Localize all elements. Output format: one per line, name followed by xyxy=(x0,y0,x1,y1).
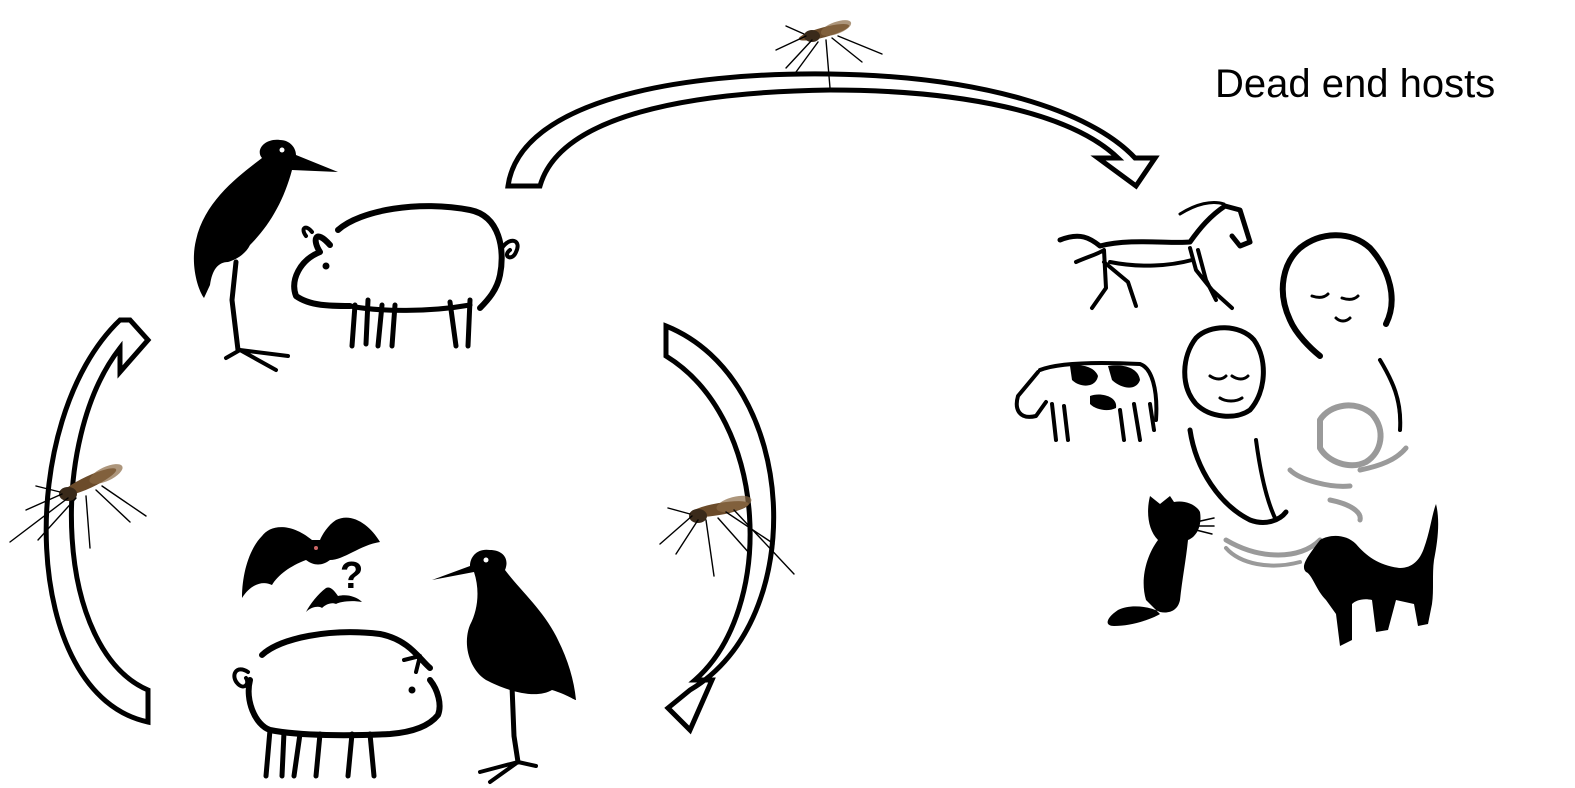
pig-icon-top xyxy=(294,206,517,346)
dog-icon xyxy=(1304,504,1438,646)
horse-icon xyxy=(1060,202,1250,308)
arrow-left-upward xyxy=(46,320,148,722)
cow-icon xyxy=(1017,363,1157,440)
heron-icon-bottom xyxy=(432,550,576,782)
dead-end-hosts-label: Dead end hosts xyxy=(1215,62,1495,107)
cat-icon xyxy=(1108,496,1214,626)
pig-icon-bottom xyxy=(234,632,439,776)
question-mark: ? xyxy=(340,555,363,597)
arrow-right-downward xyxy=(666,326,774,730)
human-family-icon xyxy=(1185,235,1406,565)
mosquito-icon-left xyxy=(10,460,146,548)
arrow-to-dead-end-hosts xyxy=(508,74,1155,186)
